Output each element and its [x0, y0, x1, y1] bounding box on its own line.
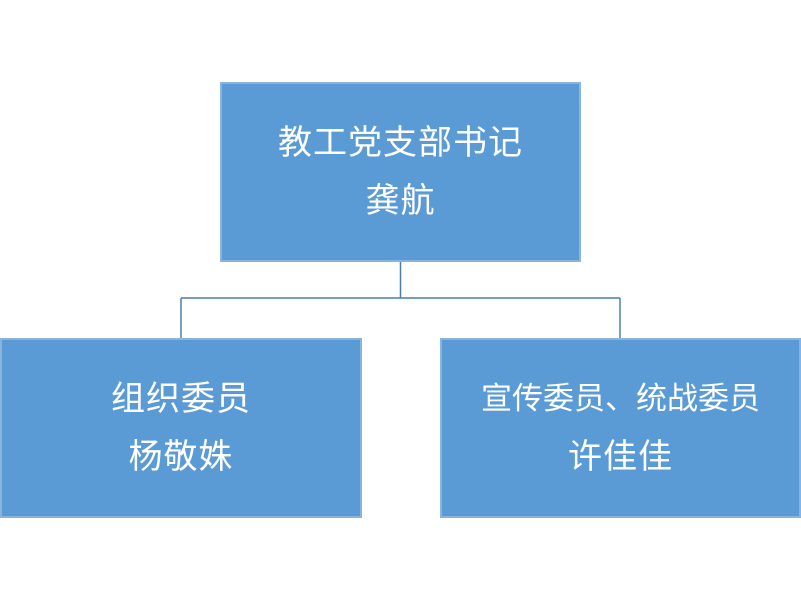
- node-person-name: 龚航: [365, 181, 436, 221]
- node-organization-member: 组织委员 杨敬姝: [0, 338, 362, 518]
- node-propaganda-united-front-member: 宣传委员、统战委员 许佳佳: [440, 338, 801, 518]
- node-role-label: 组织委员: [111, 379, 251, 419]
- node-role-label: 教工党支部书记: [278, 123, 523, 163]
- node-person-name: 杨敬姝: [128, 437, 234, 477]
- node-role-label: 宣传委员、统战委员: [481, 381, 760, 417]
- node-person-name: 许佳佳: [568, 437, 673, 477]
- node-branch-secretary: 教工党支部书记 龚航: [220, 82, 581, 262]
